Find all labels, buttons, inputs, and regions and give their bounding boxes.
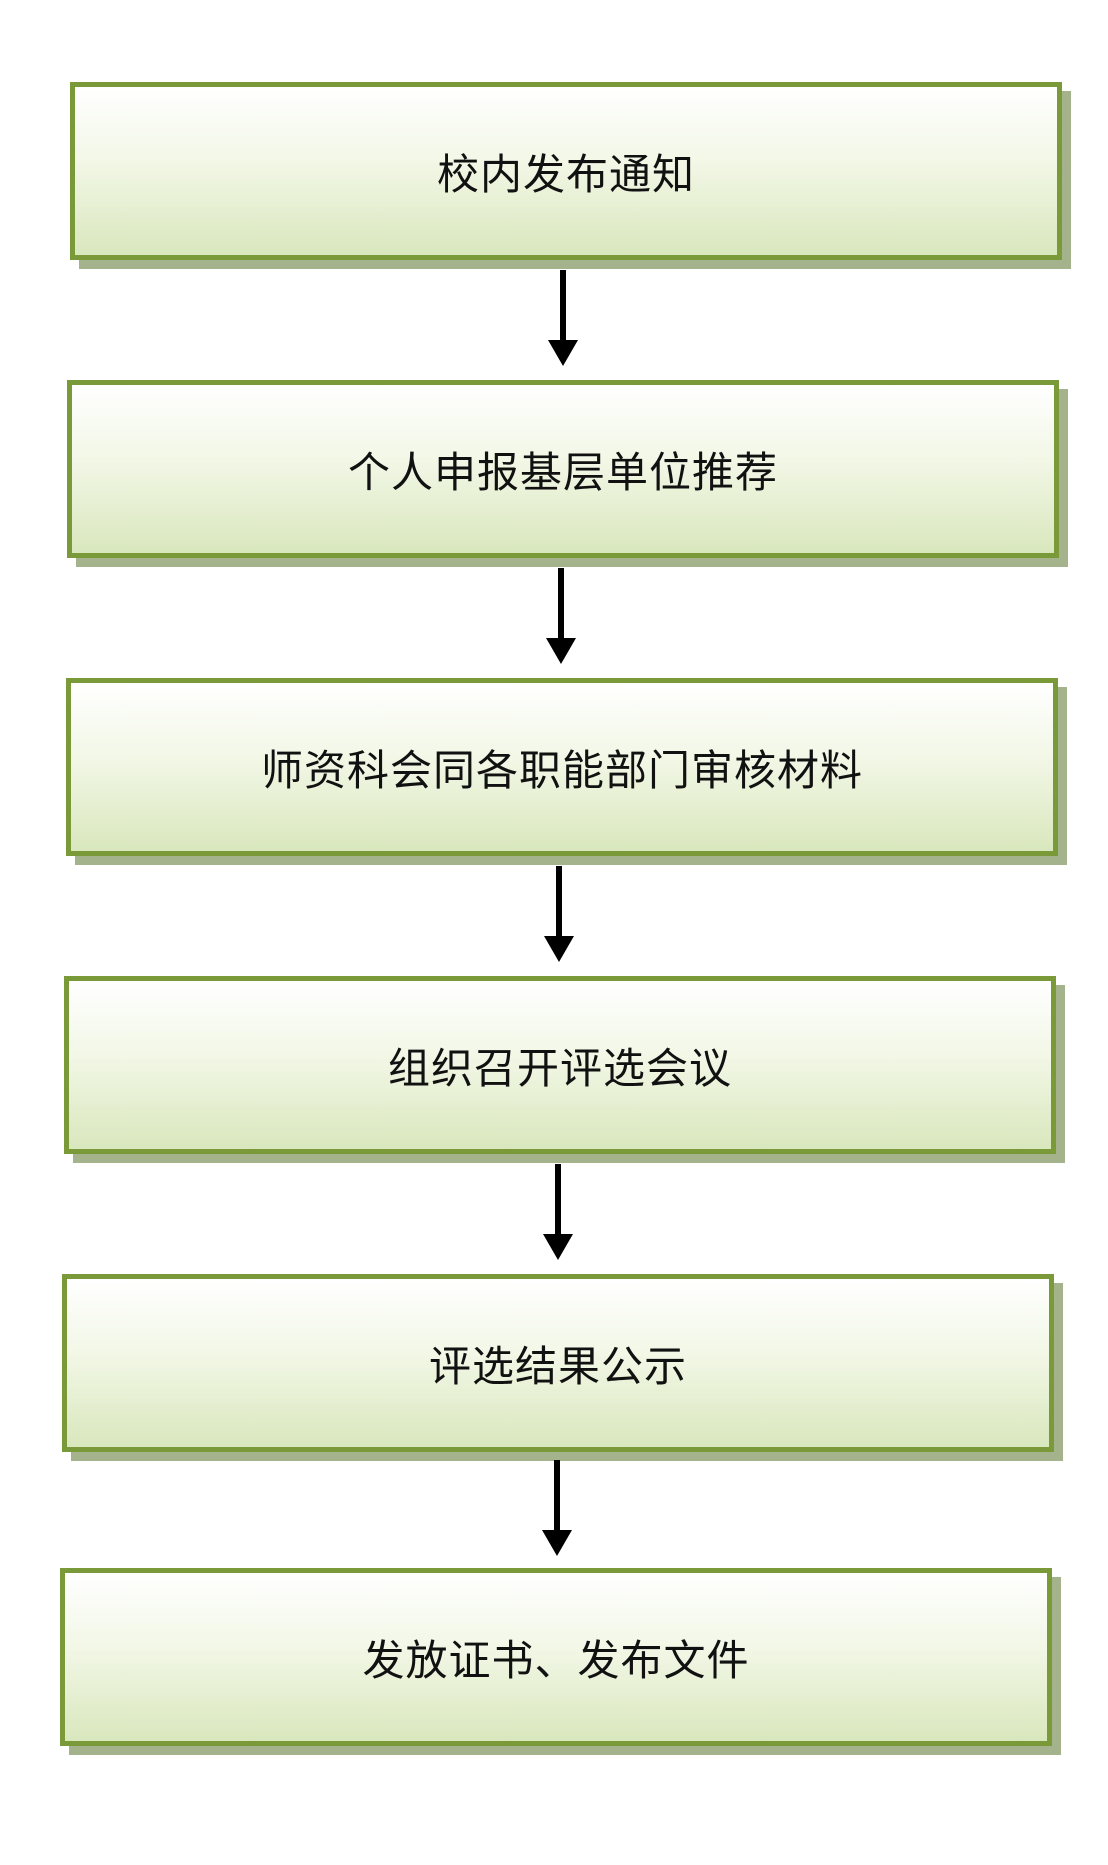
step-box-6: 发放证书、发布文件	[60, 1568, 1052, 1746]
arrow-head-3	[544, 936, 574, 962]
step-box-3: 师资科会同各职能部门审核材料	[66, 678, 1058, 856]
step-label-5: 评选结果公示	[428, 1341, 687, 1391]
arrow-down-2	[546, 568, 576, 664]
arrow-head-5	[542, 1530, 572, 1556]
step-box-1: 校内发布通知	[70, 82, 1062, 260]
arrow-shaft-3	[556, 866, 562, 938]
step-label-3: 师资科会同各职能部门审核材料	[260, 745, 863, 795]
arrow-down-5	[542, 1460, 572, 1556]
step-label-4: 组织召开评选会议	[387, 1043, 732, 1093]
step-label-1: 校内发布通知	[436, 149, 695, 199]
arrow-shaft-4	[555, 1164, 561, 1236]
arrow-shaft-1	[560, 270, 566, 342]
arrow-down-3	[544, 866, 574, 962]
arrow-down-1	[548, 270, 578, 366]
arrow-down-4	[543, 1164, 573, 1260]
arrow-head-1	[548, 340, 578, 366]
arrow-shaft-5	[554, 1460, 560, 1532]
arrow-head-4	[543, 1234, 573, 1260]
step-box-2: 个人申报基层单位推荐	[67, 380, 1059, 558]
step-box-5: 评选结果公示	[62, 1274, 1054, 1452]
arrow-head-2	[546, 638, 576, 664]
step-box-4: 组织召开评选会议	[64, 976, 1056, 1154]
step-label-2: 个人申报基层单位推荐	[347, 447, 778, 497]
arrow-shaft-2	[558, 568, 564, 640]
step-label-6: 发放证书、发布文件	[362, 1635, 750, 1685]
